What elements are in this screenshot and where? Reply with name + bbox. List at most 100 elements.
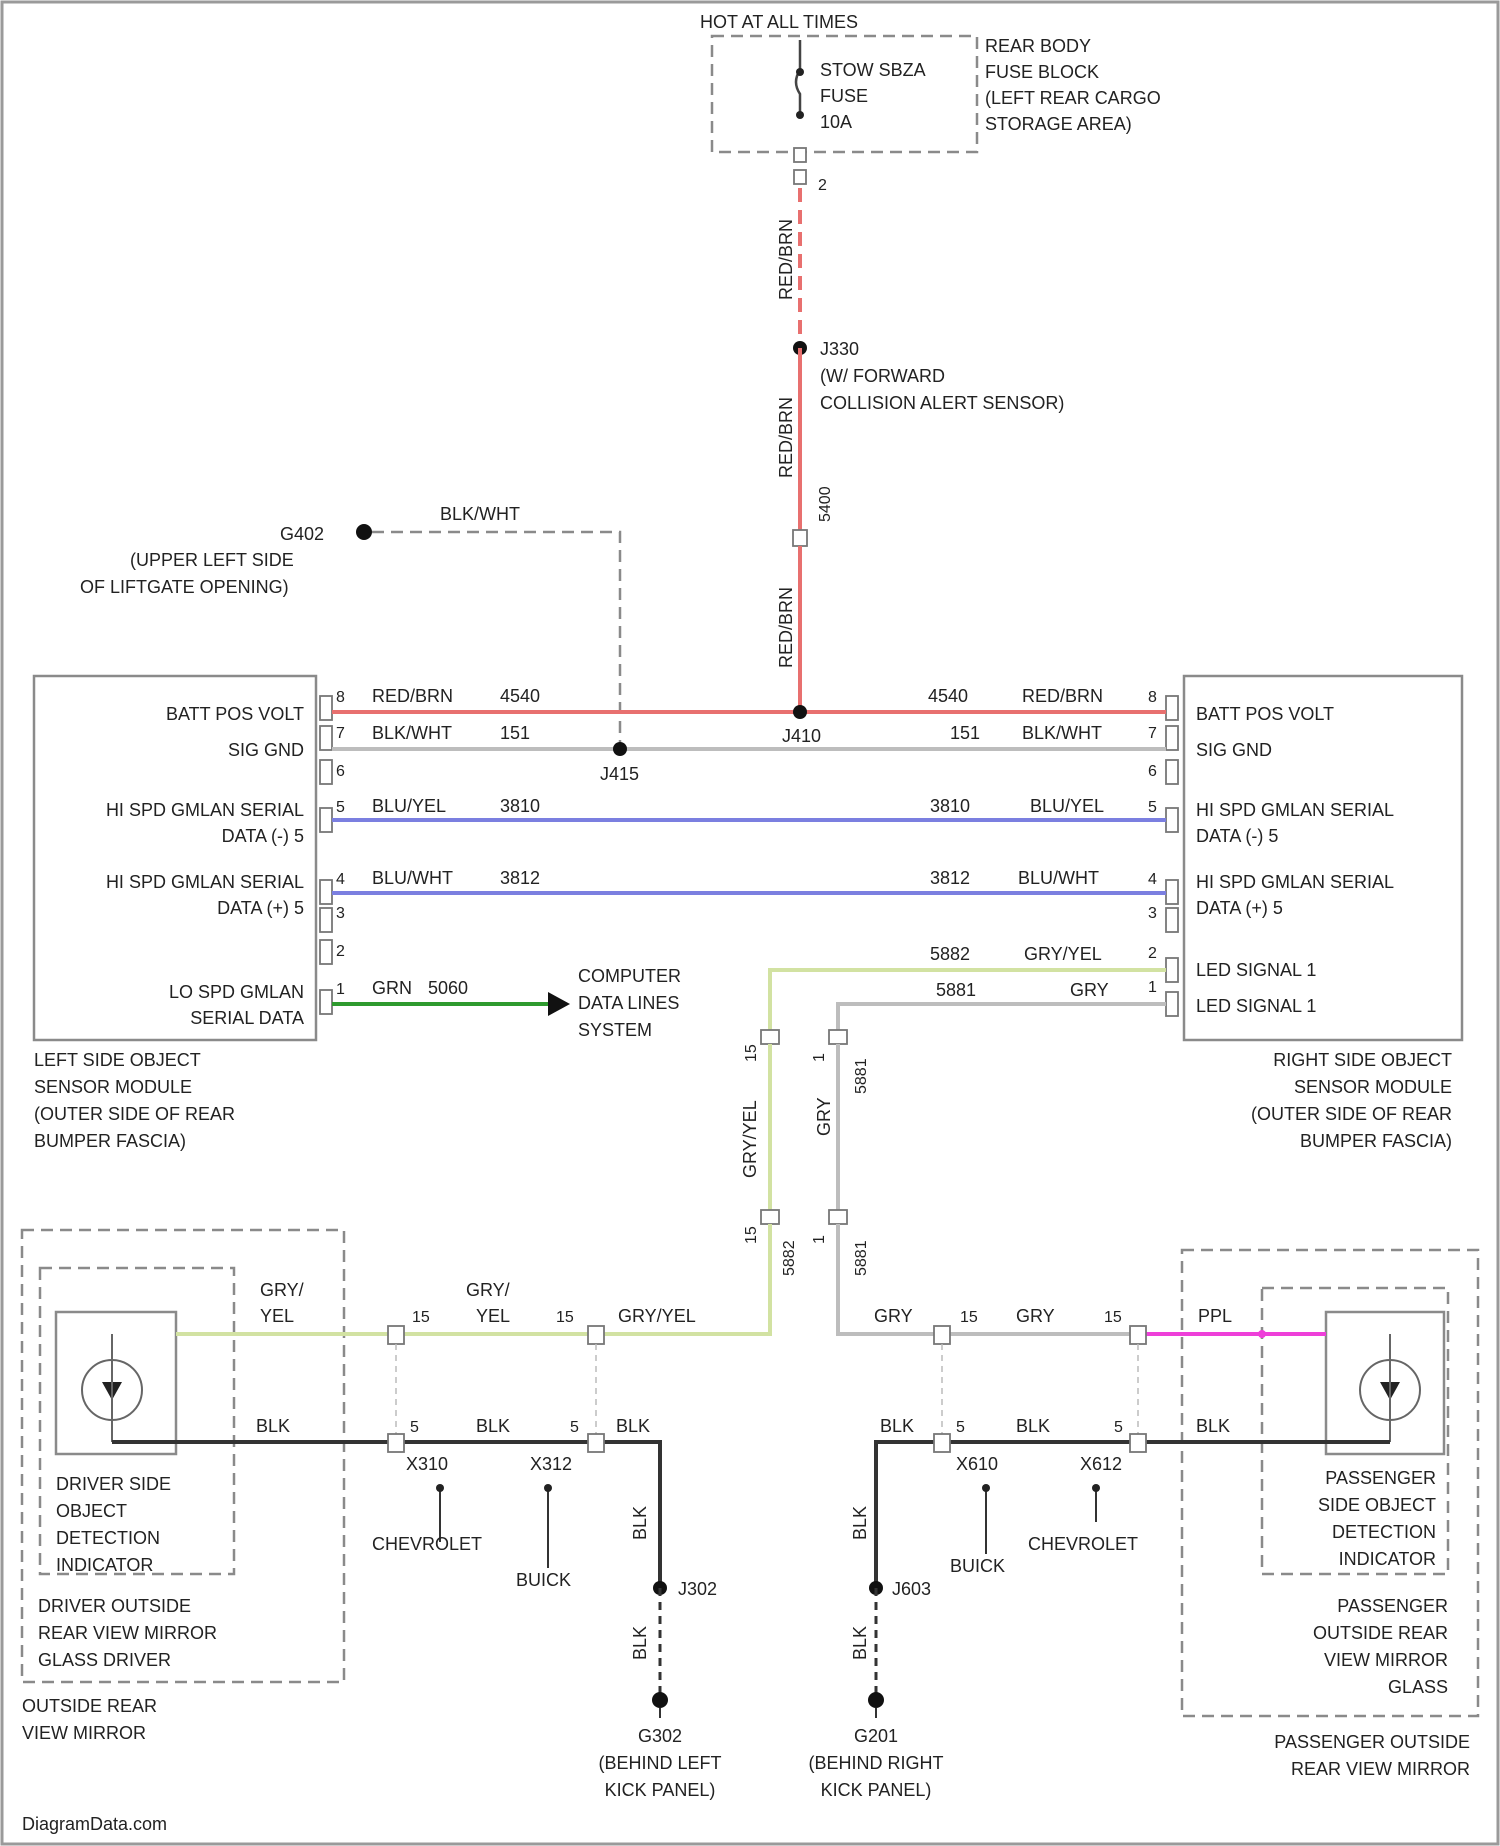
- left-vert-pin-top: 15: [743, 1044, 760, 1062]
- passenger-mirror-label: PASSENGER OUTSIDE REAR VIEW MIRROR: [1274, 1732, 1470, 1779]
- fuse-word: FUSE: [820, 86, 868, 106]
- splice-j603-label: J603: [892, 1579, 931, 1599]
- left-vert-num: 5882: [781, 1240, 798, 1276]
- left-hs-data-minus-2: DATA (-) 5: [222, 826, 304, 846]
- passenger-gry-label-1: GRY: [874, 1306, 913, 1326]
- svg-text:OUTSIDE REAR: OUTSIDE REAR: [22, 1696, 157, 1716]
- left-pin-3: 3: [336, 905, 345, 922]
- ground-g402-symbol: [356, 524, 372, 540]
- ground-g402-label: G402: [280, 524, 324, 544]
- right-wire-3812: 3812: [930, 868, 970, 888]
- passenger-blk-label-2: BLK: [1016, 1416, 1050, 1436]
- driver-wire-mid-2: YEL: [476, 1306, 510, 1326]
- driver-buick-label: BUICK: [516, 1570, 571, 1590]
- right-vert-num-top: 5881: [853, 1058, 870, 1094]
- left-wire-grn: GRN: [372, 978, 412, 998]
- ground-g402-desc-1: (UPPER LEFT SIDE: [130, 550, 294, 570]
- driver-glass-label: DRIVER OUTSIDE REAR VIEW MIRROR GLASS DR…: [38, 1596, 217, 1670]
- left-wire-red-brn: RED/BRN: [372, 686, 453, 706]
- wire-number-5400: 5400: [817, 486, 834, 522]
- right-hs-data-minus-1: HI SPD GMLAN SERIAL: [1196, 800, 1394, 820]
- right-vert-num-bottom: 5881: [853, 1240, 870, 1276]
- svg-text:VIEW MIRROR: VIEW MIRROR: [1324, 1650, 1448, 1670]
- right-hs-data-plus-1: HI SPD GMLAN SERIAL: [1196, 872, 1394, 892]
- left-wire-3812: 3812: [500, 868, 540, 888]
- driver-blk-label-2: BLK: [476, 1416, 510, 1436]
- right-pin-3: 3: [1148, 905, 1157, 922]
- svg-text:RIGHT SIDE OBJECT: RIGHT SIDE OBJECT: [1273, 1050, 1452, 1070]
- right-hs-data-plus-2: DATA (+) 5: [1196, 898, 1283, 918]
- fuse-block-label: REAR BODY FUSE BLOCK (LEFT REAR CARGO ST…: [985, 36, 1161, 134]
- right-pin-4: 4: [1148, 871, 1157, 888]
- svg-text:DATA LINES: DATA LINES: [578, 993, 679, 1013]
- driver-chevrolet-label: CHEVROLET: [372, 1534, 482, 1554]
- right-batt-pos-volt: BATT POS VOLT: [1196, 704, 1334, 724]
- passenger-buick-label: BUICK: [950, 1556, 1005, 1576]
- left-wire-blk-wht: BLK/WHT: [372, 723, 452, 743]
- left-wire-151: 151: [500, 723, 530, 743]
- svg-text:BUMPER FASCIA): BUMPER FASCIA): [34, 1131, 186, 1151]
- left-vert-color: GRY/YEL: [740, 1100, 760, 1178]
- svg-text:(LEFT REAR CARGO: (LEFT REAR CARGO: [985, 88, 1161, 108]
- left-pin-6: 6: [336, 763, 345, 780]
- svg-text:PASSENGER: PASSENGER: [1325, 1468, 1436, 1488]
- right-vert-pin-bottom: 1: [811, 1235, 828, 1244]
- svg-text:(OUTER SIDE OF REAR: (OUTER SIDE OF REAR: [1251, 1104, 1452, 1124]
- fuse-block-connector: [794, 148, 806, 162]
- splice-j410-label: J410: [782, 726, 821, 746]
- right-wire-151: 151: [950, 723, 980, 743]
- svg-text:(OUTER SIDE OF REAR: (OUTER SIDE OF REAR: [34, 1104, 235, 1124]
- ground-g302-desc-1: (BEHIND LEFT: [598, 1753, 721, 1773]
- right-wire-blu-wht: BLU/WHT: [1018, 868, 1099, 888]
- arrow-to-computer-data-lines: [548, 992, 570, 1016]
- right-sig-gnd: SIG GND: [1196, 740, 1272, 760]
- blk-wht-ground-wire: [372, 532, 620, 752]
- svg-text:SENSOR MODULE: SENSOR MODULE: [1294, 1077, 1452, 1097]
- passenger-ppl-label: PPL: [1198, 1306, 1232, 1326]
- svg-text:DETECTION: DETECTION: [1332, 1522, 1436, 1542]
- connector-x310-pin-5: [388, 1434, 404, 1452]
- ground-g302-label: G302: [638, 1726, 682, 1746]
- driver-blk-vertical-label: BLK: [630, 1506, 650, 1540]
- left-vert-pin-bottom: 15: [743, 1226, 760, 1244]
- left-lo-spd-1: LO SPD GMLAN: [169, 982, 304, 1002]
- hot-at-all-times-label: HOT AT ALL TIMES: [700, 12, 858, 32]
- right-wire-3810: 3810: [930, 796, 970, 816]
- wire-label-red-brn-1: RED/BRN: [776, 219, 796, 300]
- svg-text:PASSENGER OUTSIDE: PASSENGER OUTSIDE: [1274, 1732, 1470, 1752]
- driver-pin-5a: 5: [410, 1419, 419, 1436]
- fuse-symbol: [796, 40, 800, 118]
- connector-x610-pin-5: [934, 1434, 950, 1452]
- driver-blk-vertical-label-2: BLK: [630, 1626, 650, 1660]
- ground-g402-desc-2: OF LIFTGATE OPENING): [80, 577, 289, 597]
- splice-j410: [793, 705, 807, 719]
- splice-j415-label: J415: [600, 764, 639, 784]
- right-wire-gry: GRY: [1070, 980, 1109, 1000]
- left-sig-gnd: SIG GND: [228, 740, 304, 760]
- svg-text:OUTSIDE REAR: OUTSIDE REAR: [1313, 1623, 1448, 1643]
- right-wire-4540: 4540: [928, 686, 968, 706]
- led-signal-gry-wire: [838, 1004, 1166, 1030]
- driver-wire-top-2: YEL: [260, 1306, 294, 1326]
- left-lo-spd-2: SERIAL DATA: [190, 1008, 304, 1028]
- svg-text:STORAGE AREA): STORAGE AREA): [985, 114, 1132, 134]
- right-wire-gry-yel: GRY/YEL: [1024, 944, 1102, 964]
- left-batt-pos-volt: BATT POS VOLT: [166, 704, 304, 724]
- right-vert-color: GRY: [814, 1097, 834, 1136]
- driver-mirror-label: OUTSIDE REAR VIEW MIRROR: [22, 1696, 157, 1743]
- left-hs-data-plus-2: DATA (+) 5: [217, 898, 304, 918]
- connector-x312-pin-15: [588, 1326, 604, 1344]
- left-module-pins: [320, 696, 332, 1014]
- driver-pin-5b: 5: [570, 1419, 579, 1436]
- left-pin-1: 1: [336, 981, 345, 998]
- right-vert-pin-top: 1: [811, 1053, 828, 1062]
- inline-connector-right-top: [829, 1030, 847, 1044]
- connector-x310-label: X310: [406, 1454, 448, 1474]
- connector-x310-pin-15: [388, 1326, 404, 1344]
- passenger-blk-label-3: BLK: [1196, 1416, 1230, 1436]
- left-wire-blu-wht: BLU/WHT: [372, 868, 453, 888]
- splice-j330-desc-2: COLLISION ALERT SENSOR): [820, 393, 1064, 413]
- ground-wire-label: BLK/WHT: [440, 504, 520, 524]
- ground-g302-desc-2: KICK PANEL): [605, 1780, 716, 1800]
